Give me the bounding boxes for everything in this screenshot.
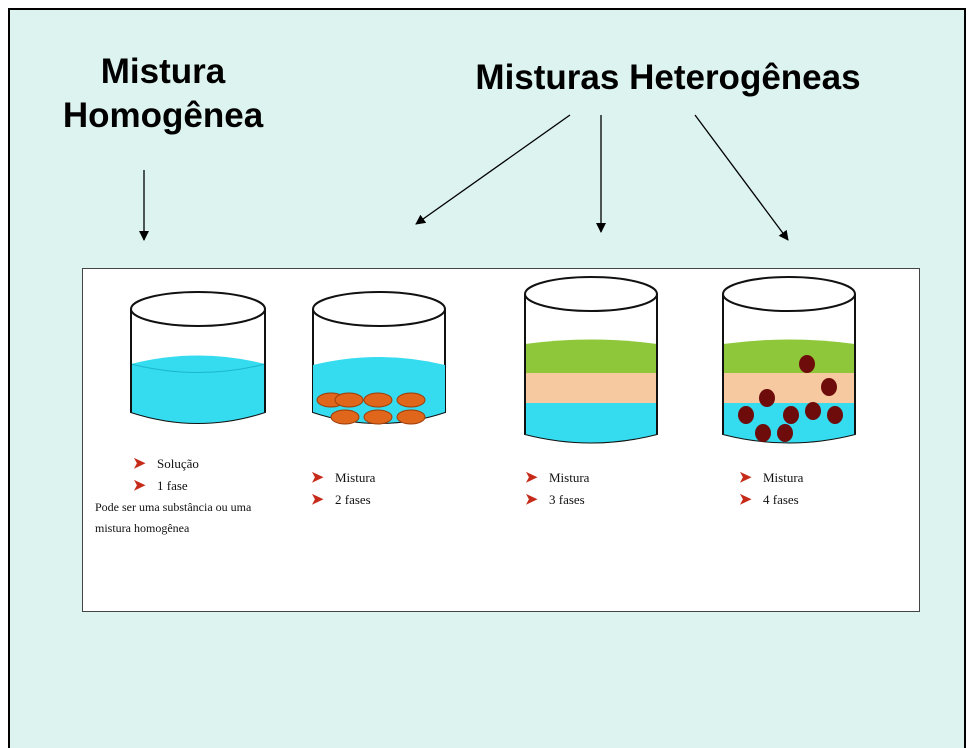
caption-beaker-4: ➤ Mistura ➤ 4 fases <box>739 467 803 511</box>
bullet-icon: ➤ <box>525 470 538 486</box>
beakers-illustration <box>130 276 856 444</box>
caption-line: 1 fase <box>157 478 188 493</box>
bullet-icon: ➤ <box>311 492 324 508</box>
caption-line: Mistura <box>549 470 590 485</box>
caption-line: Mistura <box>335 470 376 485</box>
orange-particle <box>396 409 426 425</box>
homogeneous-title-line-1: Mistura <box>100 52 226 91</box>
dark-particle <box>755 424 771 442</box>
beaker-four-phases <box>722 276 856 444</box>
dark-particle <box>738 406 754 424</box>
bullet-icon: ➤ <box>133 456 146 472</box>
caption-note: Pode ser uma substância ou uma mistura h… <box>95 500 252 535</box>
dark-particle <box>777 424 793 442</box>
caption-line: 3 fases <box>549 492 585 507</box>
dark-particle <box>783 406 799 424</box>
bullet-icon: ➤ <box>739 470 752 486</box>
bullet-icon: ➤ <box>133 478 146 494</box>
orange-particle <box>363 392 393 408</box>
caption-line: 4 fases <box>763 492 799 507</box>
arrow-to-beaker-2 <box>415 114 571 225</box>
dark-particle <box>827 406 843 424</box>
dark-particle <box>799 355 815 373</box>
bullet-icon: ➤ <box>311 470 324 486</box>
dark-particle <box>821 378 837 396</box>
dark-particle <box>805 402 821 420</box>
caption-line: Solução <box>157 456 199 471</box>
beaker-two-phases <box>312 291 446 425</box>
orange-particle <box>396 392 426 408</box>
caption-beaker-3: ➤ Mistura ➤ 3 fases <box>525 467 589 511</box>
caption-line: 2 fases <box>335 492 371 507</box>
homogeneous-title-line-2: Homogênea <box>62 96 264 135</box>
beaker-three-phases <box>524 276 658 444</box>
homogeneous-mixture-title: Mistura Homogênea <box>48 50 278 138</box>
arrow-to-beaker-4 <box>694 114 789 241</box>
orange-particle <box>363 409 393 425</box>
beakers-panel: ➤ Solução ➤ 1 fase Pode ser uma substância… <box>82 268 920 612</box>
caption-beaker-2: ➤ Mistura ➤ 2 fases <box>311 467 375 511</box>
caption-beaker-1: ➤ Solução ➤ 1 fase <box>133 453 199 497</box>
dark-particle <box>759 389 775 407</box>
orange-particle <box>330 409 360 425</box>
heterogeneous-mixtures-title: Misturas Heterogêneas <box>475 58 861 97</box>
orange-particle <box>334 392 364 408</box>
caption-line: Mistura <box>763 470 804 485</box>
bullet-icon: ➤ <box>525 492 538 508</box>
beaker-solution <box>130 291 266 424</box>
bullet-icon: ➤ <box>739 492 752 508</box>
